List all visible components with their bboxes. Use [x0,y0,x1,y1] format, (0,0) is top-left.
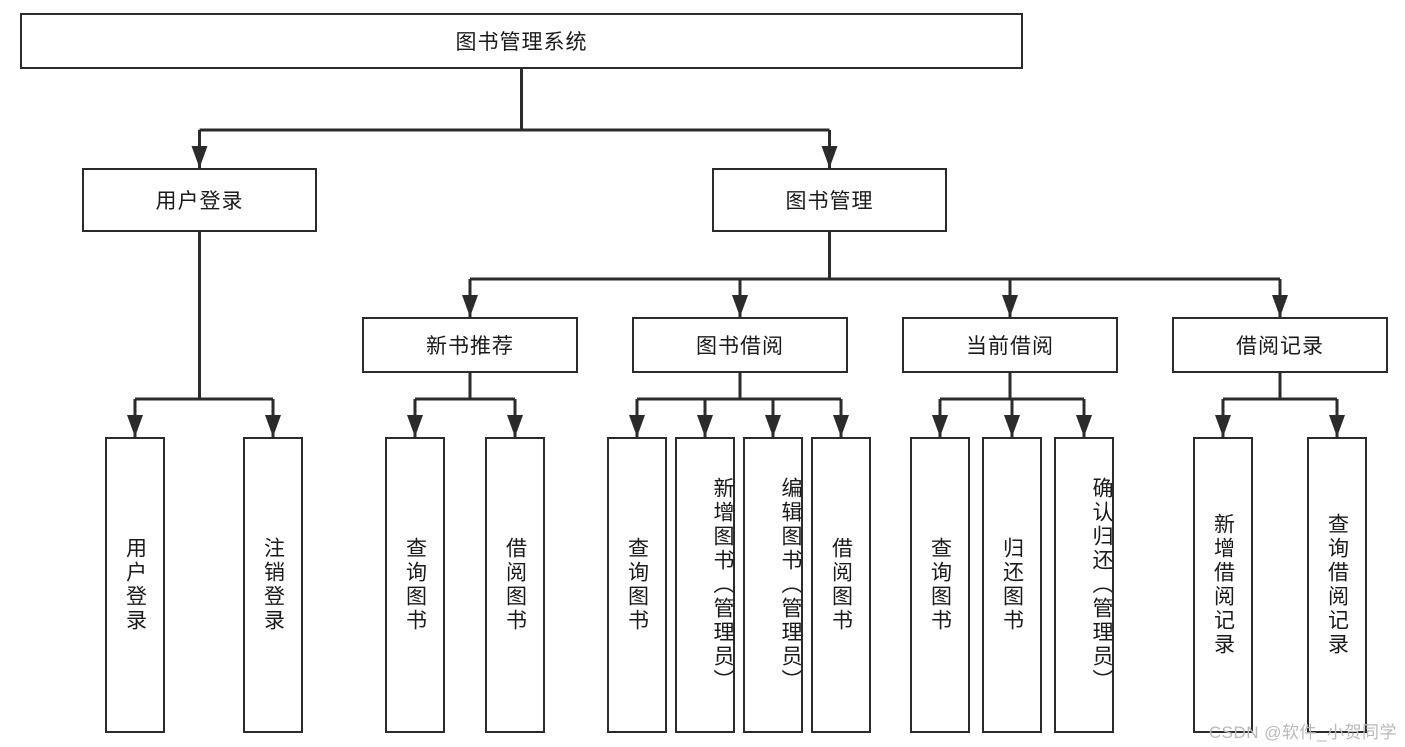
node-leaf-add-book-label: 新增图书（管理员） [711,477,734,693]
node-leaf-user-login-label: 用户登录 [123,537,147,633]
node-leaf-return-book[interactable]: 归还图书 [982,437,1042,733]
node-leaf-query-book-1[interactable]: 查询图书 [385,437,445,733]
node-leaf-logout-label: 注销登录 [261,537,285,633]
node-borrow-record-label: 借阅记录 [1236,335,1324,358]
node-current-borrow-label: 当前借阅 [966,335,1054,358]
node-leaf-user-login[interactable]: 用户登录 [105,437,165,733]
node-leaf-add-record-label: 新增借阅记录 [1211,513,1235,657]
node-root-label: 图书管理系统 [455,31,588,54]
node-borrow-record[interactable]: 借阅记录 [1172,317,1388,373]
node-leaf-edit-book-label: 编辑图书（管理员） [779,477,802,693]
node-leaf-query-record[interactable]: 查询借阅记录 [1307,437,1367,733]
node-root[interactable]: 图书管理系统 [20,13,1023,69]
node-book-borrow-label: 图书借阅 [696,335,784,358]
node-leaf-confirm-return-label: 确认归还（管理员） [1090,477,1113,693]
node-user-login-label: 用户登录 [155,190,244,213]
node-book-borrow[interactable]: 图书借阅 [632,317,848,373]
node-leaf-query-book-1-label: 查询图书 [403,537,427,633]
node-book-manage-label: 图书管理 [785,190,874,213]
node-leaf-return-book-label: 归还图书 [1000,537,1024,633]
node-leaf-edit-book[interactable]: 编辑图书（管理员） [743,437,803,733]
node-new-book-recommend[interactable]: 新书推荐 [362,317,578,373]
node-leaf-borrow-book-1[interactable]: 借阅图书 [485,437,545,733]
node-leaf-borrow-book-2[interactable]: 借阅图书 [811,437,871,733]
node-leaf-query-book-2[interactable]: 查询图书 [607,437,667,733]
node-leaf-logout[interactable]: 注销登录 [243,437,303,733]
node-user-login[interactable]: 用户登录 [82,168,317,232]
node-leaf-confirm-return[interactable]: 确认归还（管理员） [1054,437,1114,733]
node-book-manage[interactable]: 图书管理 [712,168,947,232]
node-leaf-query-record-label: 查询借阅记录 [1325,513,1349,657]
node-current-borrow[interactable]: 当前借阅 [902,317,1118,373]
node-leaf-add-book[interactable]: 新增图书（管理员） [675,437,735,733]
node-leaf-query-book-3[interactable]: 查询图书 [910,437,970,733]
node-leaf-borrow-book-1-label: 借阅图书 [503,537,527,633]
watermark-text: CSDN @软件_小贺同学 [1208,723,1397,742]
node-leaf-add-record[interactable]: 新增借阅记录 [1193,437,1253,733]
node-leaf-query-book-3-label: 查询图书 [928,537,952,633]
node-leaf-borrow-book-2-label: 借阅图书 [829,537,853,633]
node-new-book-recommend-label: 新书推荐 [426,335,514,358]
node-leaf-query-book-2-label: 查询图书 [625,537,649,633]
